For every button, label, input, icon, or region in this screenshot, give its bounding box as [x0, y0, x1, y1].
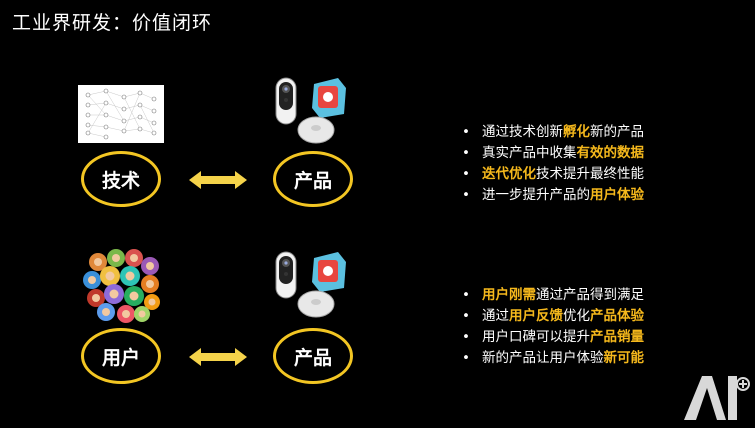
double-arrow-icon [189, 348, 247, 366]
highlight-text: 产品体验 [590, 308, 644, 324]
bullet-text: 真实产品中收集 [482, 145, 577, 161]
smart-devices-icon [272, 74, 352, 146]
highlight-text: 迭代优化 [482, 166, 536, 182]
bullet-item: 用户口碑可以提升产品销量 [462, 327, 644, 348]
highlight-text: 用户体验 [590, 187, 644, 203]
page-title: 工业界研发：价值闭环 [12, 12, 213, 34]
double-arrow-icon [189, 171, 247, 189]
bullet-item: 通过技术创新孵化新的产品 [462, 122, 644, 143]
bullet-text: 优化 [563, 308, 590, 324]
bullet-text: 用户口碑可以提升 [482, 329, 590, 345]
user-crowd-icon [82, 248, 162, 324]
product-oval: 产品 [273, 328, 353, 384]
highlight-text: 用户刚需 [482, 287, 536, 303]
bullet-text: 通过技术创新 [482, 124, 563, 140]
bullet-item: 用户刚需通过产品得到满足 [462, 285, 644, 306]
bullet-text: 新的产品 [590, 124, 644, 140]
highlight-text: 有效的数据 [576, 145, 645, 161]
user-oval: 用户 [81, 328, 161, 384]
bullet-text: 进一步提升产品的 [482, 187, 590, 203]
neural-network-icon [78, 85, 164, 143]
highlight-text: 用户反馈 [509, 308, 563, 324]
bullet-text: 新的产品让用户体验 [482, 350, 604, 366]
highlight-text: 新可能 [603, 350, 645, 366]
bullet-text: 通过产品得到满足 [536, 287, 644, 303]
highlight-text: 产品销量 [590, 329, 644, 345]
ai-logo-icon: AI [684, 372, 752, 422]
highlight-text: 孵化 [563, 124, 590, 140]
bullet-item: 进一步提升产品的用户体验 [462, 185, 644, 206]
tech-oval: 技术 [81, 151, 161, 207]
bullet-text: 通过 [482, 308, 509, 324]
loop2-bullet-list: 用户刚需通过产品得到满足通过用户反馈优化产品体验用户口碑可以提升产品销量新的产品… [462, 285, 644, 369]
bullet-text: 技术提升最终性能 [536, 166, 644, 182]
product-oval: 产品 [273, 151, 353, 207]
bullet-item: 真实产品中收集有效的数据 [462, 143, 644, 164]
bullet-item: 通过用户反馈优化产品体验 [462, 306, 644, 327]
bullet-item: 迭代优化技术提升最终性能 [462, 164, 644, 185]
bullet-item: 新的产品让用户体验新可能 [462, 348, 644, 369]
smart-devices-icon [272, 248, 352, 320]
loop1-bullet-list: 通过技术创新孵化新的产品真实产品中收集有效的数据迭代优化技术提升最终性能进一步提… [462, 122, 644, 206]
